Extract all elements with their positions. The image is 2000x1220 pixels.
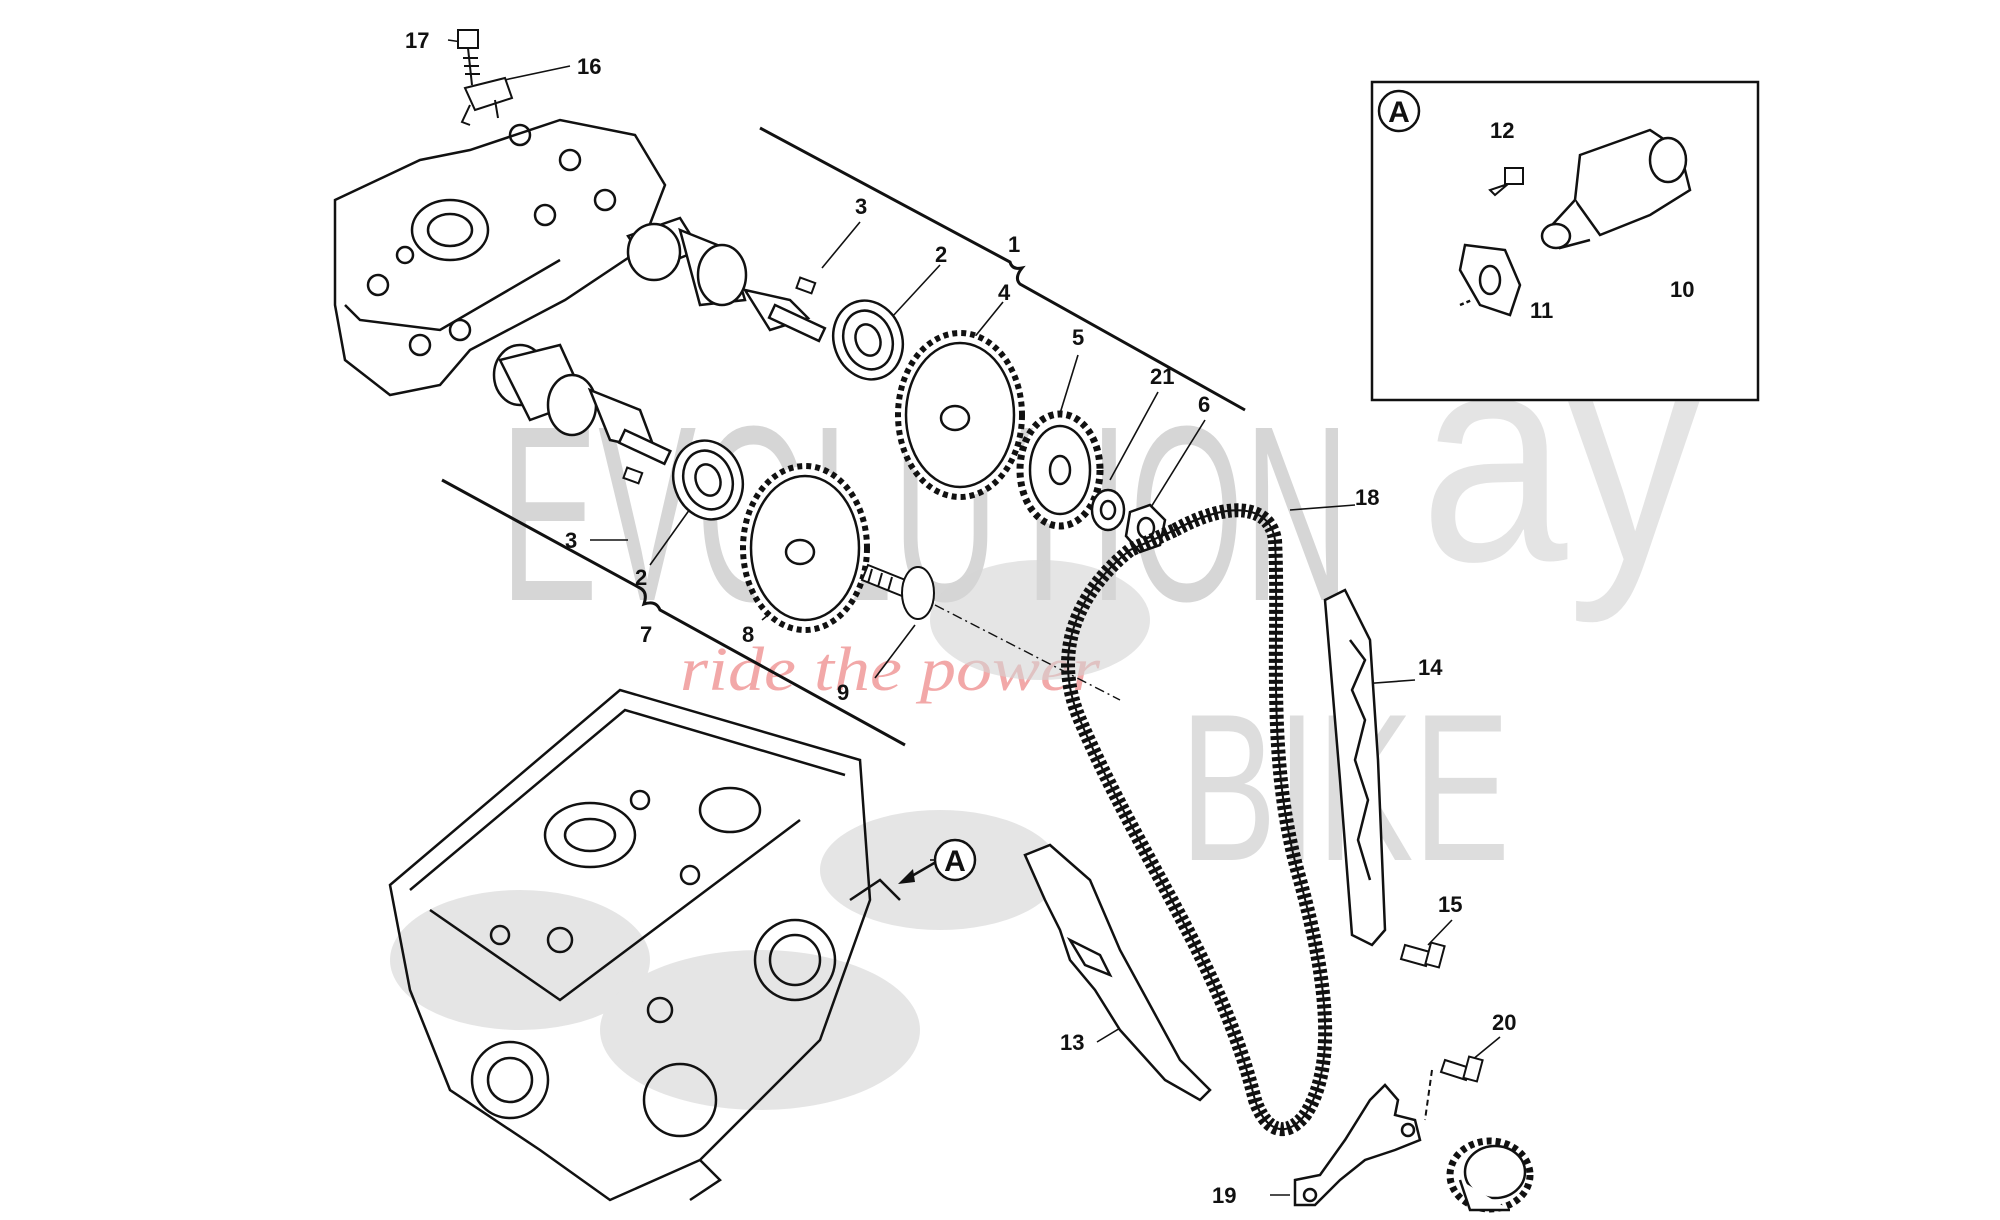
callout-2-upper: 2	[935, 242, 947, 267]
bracket-19	[1293, 1083, 1422, 1207]
callout-21: 21	[1150, 364, 1174, 389]
timing-chain-18	[1061, 503, 1333, 1137]
callout-18: 18	[1355, 485, 1379, 510]
inset-a-letter: A	[1388, 96, 1410, 129]
callout-5: 5	[1072, 325, 1084, 350]
bearing-2-upper	[831, 299, 905, 381]
washer-21	[1090, 488, 1126, 532]
callout-14: 14	[1418, 655, 1443, 680]
callout-20: 20	[1492, 1010, 1516, 1035]
key-3-upper	[795, 276, 817, 295]
callout-2-lower: 2	[635, 565, 647, 590]
camshaft-exhaust	[626, 216, 827, 343]
detail-a-marker: A	[898, 838, 977, 884]
callout-12: 12	[1490, 118, 1514, 143]
tensioner-10	[1540, 128, 1692, 250]
chain-guide-14	[1323, 588, 1387, 947]
callout-6: 6	[1198, 392, 1210, 417]
screw-20	[1424, 1055, 1484, 1121]
callout-16: 16	[577, 54, 601, 79]
watermark-speckles	[390, 560, 1150, 1110]
bolt-9	[860, 563, 935, 620]
tensioner-blade-13	[1023, 843, 1212, 1102]
gear-4	[895, 330, 1025, 500]
bearing-2-lower	[671, 439, 745, 521]
bracket-16	[460, 76, 514, 126]
callout-13: 13	[1060, 1030, 1084, 1055]
callout-19: 19	[1212, 1183, 1236, 1208]
callout-17: 17	[405, 28, 429, 53]
callout-15: 15	[1438, 892, 1462, 917]
bracket-group-7	[441, 478, 906, 747]
callout-10: 10	[1670, 277, 1694, 302]
detail-a-letter: A	[944, 845, 966, 878]
callout-1: 1	[1008, 232, 1020, 257]
gasket-11	[1458, 243, 1522, 317]
screw-12	[1488, 167, 1524, 197]
camshaft-intake	[492, 343, 672, 466]
gear-5	[1016, 410, 1104, 530]
callout-3-lower: 3	[565, 528, 577, 553]
camshaft-carrier	[333, 118, 667, 397]
assembly-axis-line	[934, 604, 1121, 701]
key-3-lower	[622, 466, 644, 485]
bolt-15	[1399, 941, 1446, 969]
group-brackets	[441, 126, 1246, 747]
screw-17	[457, 29, 480, 86]
bracket-group-1	[759, 126, 1246, 412]
crank-sprocket	[1446, 1137, 1534, 1213]
callout-3-upper: 3	[855, 194, 867, 219]
callout-4: 4	[998, 280, 1011, 305]
detail-inset-a: A	[1370, 80, 1760, 402]
callout-9: 9	[837, 680, 849, 705]
callout-7: 7	[640, 622, 652, 647]
callout-labels: 17 16 3 2 1 4 5 21 6 18 3 2 7 8 9 14 15 …	[405, 28, 1694, 1208]
callout-11: 11	[1530, 298, 1553, 323]
cylinder-head	[388, 688, 901, 1202]
callout-8: 8	[742, 622, 754, 647]
gear-8	[740, 463, 870, 633]
